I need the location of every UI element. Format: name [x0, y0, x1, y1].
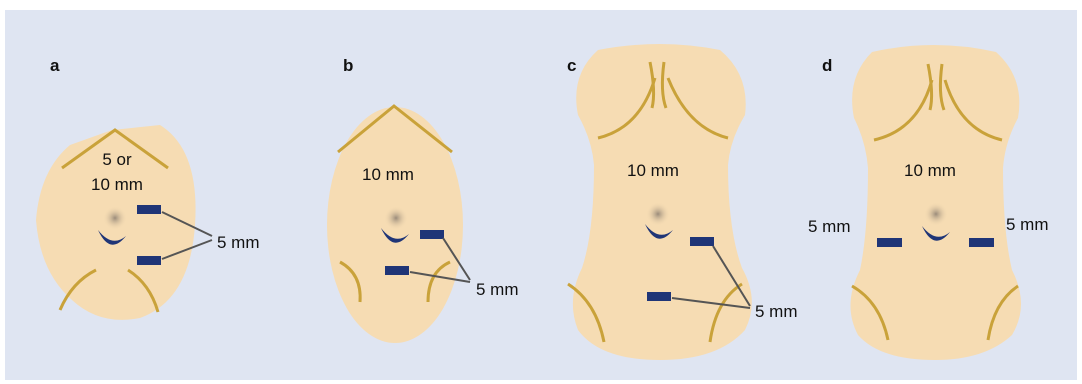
panel-a-navel-shade [103, 206, 127, 230]
panel-d-port-right [969, 238, 994, 247]
panel-a-side-port-label: 5 mm [217, 233, 260, 253]
panel-label-a: a [50, 56, 59, 76]
panel-b-top-port-label: 10 mm [362, 165, 414, 185]
panel-label-c: c [567, 56, 576, 76]
panel-c-top-port-label: 10 mm [627, 161, 679, 181]
panel-d-body [850, 45, 1021, 360]
panel-label-b: b [343, 56, 353, 76]
panel-a-top-port-label: 5 or 10 mm [72, 147, 162, 197]
panel-d-left-port-label: 5 mm [808, 217, 851, 237]
panel-b-side-port-label: 5 mm [476, 280, 519, 300]
panel-a-port-lower [137, 256, 161, 265]
panel-b-port-lower [385, 266, 409, 275]
panel-a-port-upper [137, 205, 161, 214]
panel-d-right-port-label: 5 mm [1006, 215, 1049, 235]
panel-d-port-left [877, 238, 902, 247]
panel-d-navel-shade [924, 202, 948, 226]
panel-d-top-port-label: 10 mm [904, 161, 956, 181]
panel-c-side-port-label: 5 mm [755, 302, 798, 322]
panel-label-d: d [822, 56, 832, 76]
panel-c-port-right [690, 237, 714, 246]
panel-c-navel-shade [646, 202, 670, 226]
panel-b-navel-shade [384, 206, 408, 230]
panel-b-body [327, 106, 470, 343]
panel-c-body [568, 44, 752, 360]
panel-b-port-right [420, 230, 444, 239]
panel-c-port-lower [647, 292, 671, 301]
